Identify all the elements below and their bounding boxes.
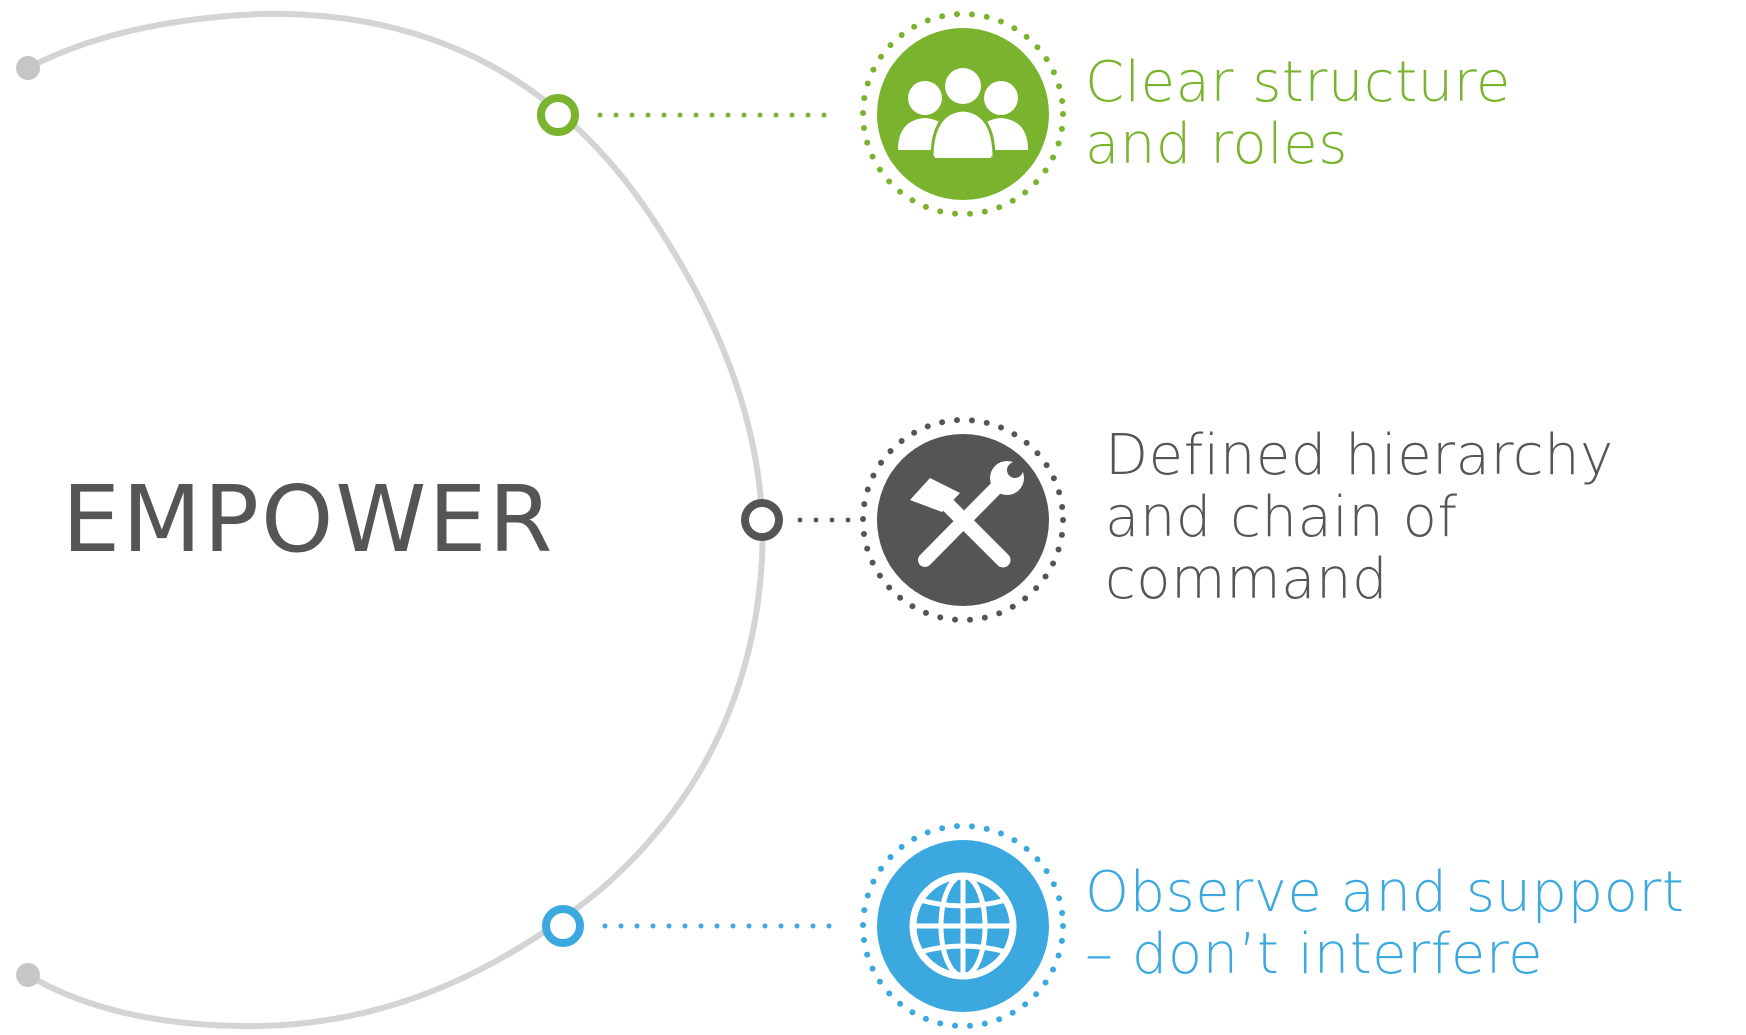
item-3-line-1: Observe and support (1085, 860, 1685, 925)
node-2 (741, 499, 783, 541)
item-1-line-2: and roles (1085, 112, 1348, 177)
node-1 (537, 94, 579, 136)
item-1-line-1: Clear structure (1085, 50, 1511, 115)
hammer-wrench-icon (860, 417, 1066, 623)
item-2-line-2: and chain of (1105, 485, 1458, 550)
item-1-label: Clear structure and roles (1085, 52, 1685, 176)
item-2-line-1: Defined hierarchy (1105, 423, 1614, 488)
center-label: EMPOWER (62, 466, 555, 573)
item-2-line-3: command (1105, 547, 1389, 612)
main-arc (25, 10, 766, 1030)
item-3-line-2: – don’t interfere (1085, 922, 1544, 987)
team-icon (860, 11, 1066, 217)
item-2-label: Defined hierarchy and chain of command (1105, 425, 1725, 611)
item-3-label: Observe and support – don’t interfere (1085, 862, 1745, 986)
globe-icon (860, 823, 1066, 1029)
node-3 (542, 905, 584, 947)
arc-end-bottom (16, 963, 40, 987)
arc-end-top (16, 56, 40, 80)
